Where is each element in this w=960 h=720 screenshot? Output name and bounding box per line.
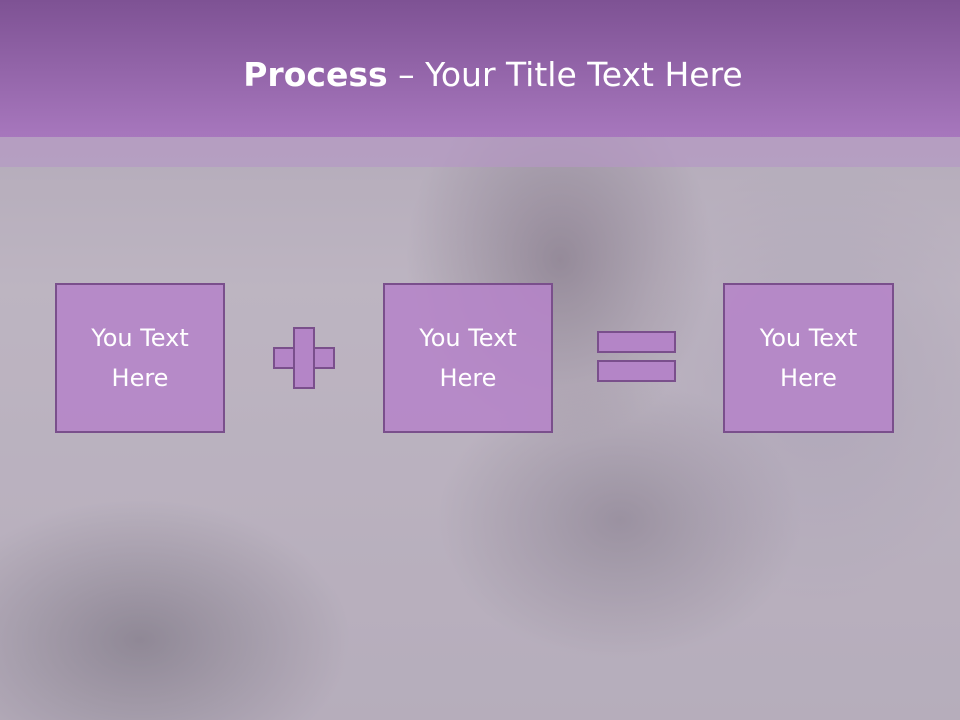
- title-bold: Process: [243, 55, 388, 94]
- process-box-1: You Text Here: [55, 283, 225, 433]
- slide-title: Process – Your Title Text Here: [0, 52, 960, 98]
- equals-icon: [597, 331, 676, 353]
- process-box-3-text: You Text Here: [759, 324, 858, 392]
- title-rest: – Your Title Text Here: [387, 55, 743, 94]
- process-box-3: You Text Here: [723, 283, 894, 433]
- title-underline-strip: [0, 137, 960, 167]
- process-box-1-text: You Text Here: [91, 324, 189, 392]
- process-box-2: You Text Here: [383, 283, 553, 433]
- plus-icon: [273, 327, 335, 389]
- process-box-2-text: You Text Here: [419, 324, 517, 392]
- title-bar: Process – Your Title Text Here: [0, 0, 960, 137]
- equals-icon-bottom-bar: [597, 360, 676, 382]
